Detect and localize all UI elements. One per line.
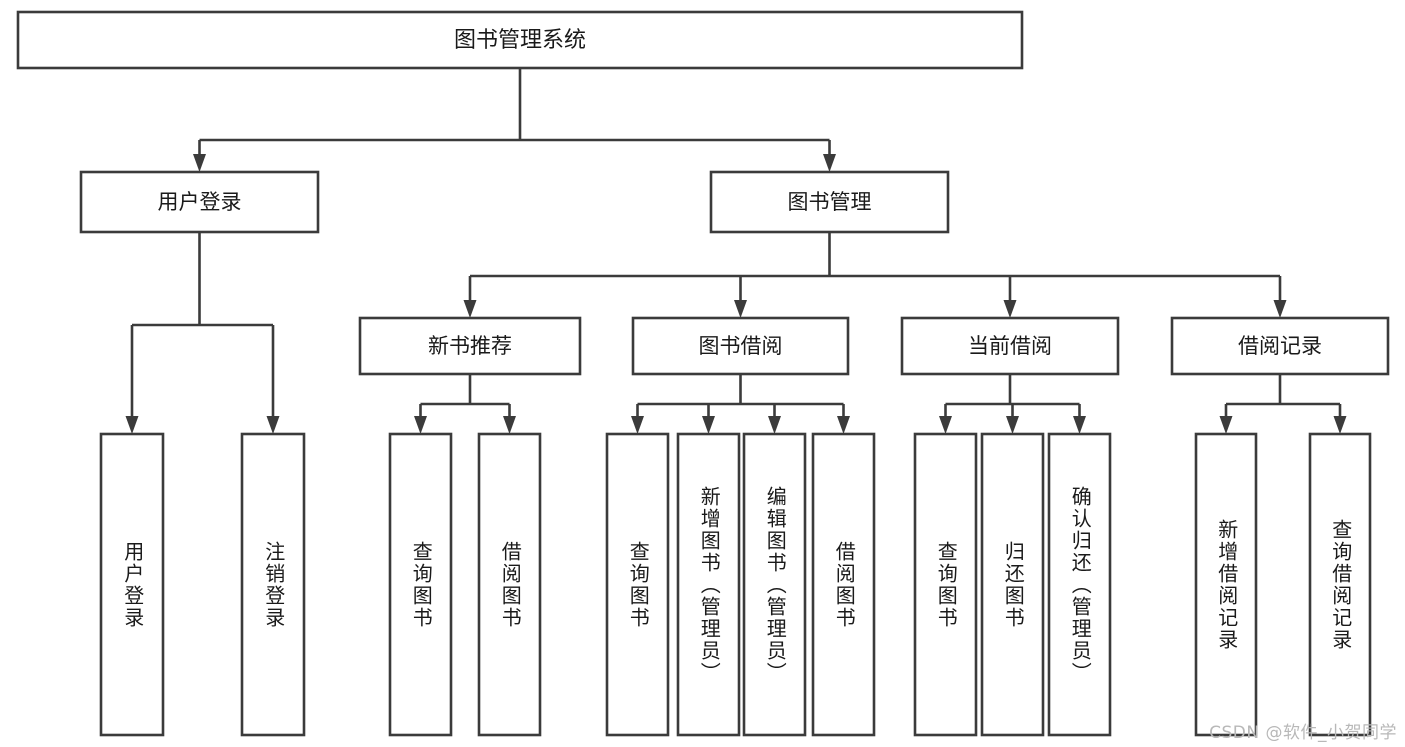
node-box-leaf-return-book[interactable] xyxy=(980,432,1045,737)
node-label-book-manage: 图书管理 xyxy=(788,190,872,214)
node-label-current-borrow: 当前借阅 xyxy=(968,334,1052,358)
node-leaf-query-book-c[interactable] xyxy=(913,432,978,737)
node-leaf-borrow-book-rec[interactable] xyxy=(477,432,542,737)
arrow-head-new-book-rec xyxy=(463,300,477,318)
node-label-book-borrow: 图书借阅 xyxy=(699,334,783,358)
watermark-csdn: CSDN @软件_小贺同学 xyxy=(1209,723,1397,743)
arrow-head-leaf-edit-book xyxy=(768,416,781,434)
arrow-head-borrow-record xyxy=(1273,300,1287,318)
arrow-head-leaf-user-login xyxy=(125,416,139,434)
node-leaf-user-login[interactable] xyxy=(99,432,165,737)
node-box-leaf-user-logout[interactable] xyxy=(240,432,306,737)
node-root[interactable]: 图书管理系统 xyxy=(16,10,1024,70)
node-leaf-query-record[interactable] xyxy=(1308,432,1372,737)
node-label-new-book-rec: 新书推荐 xyxy=(428,334,512,358)
node-box-book-borrow[interactable] xyxy=(631,316,850,376)
node-box-leaf-user-login[interactable] xyxy=(99,432,165,737)
node-box-leaf-borrow-book-b[interactable] xyxy=(811,432,876,737)
node-box-current-borrow[interactable] xyxy=(900,316,1120,376)
arrow-head-leaf-query-book-b xyxy=(631,416,644,434)
arrow-head-leaf-query-book-c xyxy=(939,416,952,434)
node-box-leaf-borrow-book-rec[interactable] xyxy=(477,432,542,737)
node-box-leaf-query-book-b[interactable] xyxy=(605,432,670,737)
node-leaf-user-logout[interactable] xyxy=(240,432,306,737)
arrow-head-leaf-add-record xyxy=(1219,416,1233,434)
node-box-leaf-edit-book[interactable] xyxy=(742,432,807,737)
arrow-head-leaf-query-book-rec xyxy=(414,416,427,434)
node-box-book-manage[interactable] xyxy=(709,170,950,234)
arrow-head-book-borrow xyxy=(734,300,747,318)
node-box-user-login[interactable] xyxy=(79,170,320,234)
node-box-root[interactable] xyxy=(16,10,1024,70)
node-box-leaf-add-record[interactable] xyxy=(1194,432,1258,737)
node-leaf-confirm-return[interactable] xyxy=(1047,432,1112,737)
node-leaf-query-book-b[interactable] xyxy=(605,432,670,737)
node-box-leaf-query-book-rec[interactable] xyxy=(388,432,453,737)
node-label-borrow-record: 借阅记录 xyxy=(1238,334,1322,358)
node-leaf-return-book[interactable] xyxy=(980,432,1045,737)
node-box-leaf-confirm-return[interactable] xyxy=(1047,432,1112,737)
node-borrow-record[interactable]: 借阅记录 xyxy=(1170,316,1390,376)
arrow-head-leaf-borrow-book-b xyxy=(837,416,850,434)
arrow-head-leaf-borrow-book-rec xyxy=(503,416,516,434)
node-box-leaf-query-book-c[interactable] xyxy=(913,432,978,737)
node-leaf-borrow-book-b[interactable] xyxy=(811,432,876,737)
node-label-root: 图书管理系统 xyxy=(454,28,586,53)
node-box-new-book-rec[interactable] xyxy=(358,316,582,376)
arrow-head-user-login xyxy=(193,154,206,172)
arrow-head-book-manage xyxy=(823,154,836,172)
node-leaf-add-record[interactable] xyxy=(1194,432,1258,737)
node-box-leaf-add-book[interactable] xyxy=(676,432,741,737)
arrow-head-leaf-confirm-return xyxy=(1073,416,1086,434)
node-book-manage[interactable]: 图书管理 xyxy=(709,170,950,234)
node-user-login[interactable]: 用户登录 xyxy=(79,170,320,234)
node-box-leaf-query-record[interactable] xyxy=(1308,432,1372,737)
node-label-user-login: 用户登录 xyxy=(158,190,242,214)
node-book-borrow[interactable]: 图书借阅 xyxy=(631,316,850,376)
node-current-borrow[interactable]: 当前借阅 xyxy=(900,316,1120,376)
arrow-head-current-borrow xyxy=(1003,300,1017,318)
node-leaf-query-book-rec[interactable] xyxy=(388,432,453,737)
node-leaf-add-book[interactable] xyxy=(676,432,741,737)
arrow-head-leaf-user-logout xyxy=(266,416,280,434)
arrow-head-leaf-return-book xyxy=(1006,416,1019,434)
node-box-borrow-record[interactable] xyxy=(1170,316,1390,376)
node-leaf-edit-book[interactable] xyxy=(742,432,807,737)
node-new-book-rec[interactable]: 新书推荐 xyxy=(358,316,582,376)
arrow-head-leaf-add-book xyxy=(702,416,715,434)
arrow-head-leaf-query-record xyxy=(1333,416,1347,434)
